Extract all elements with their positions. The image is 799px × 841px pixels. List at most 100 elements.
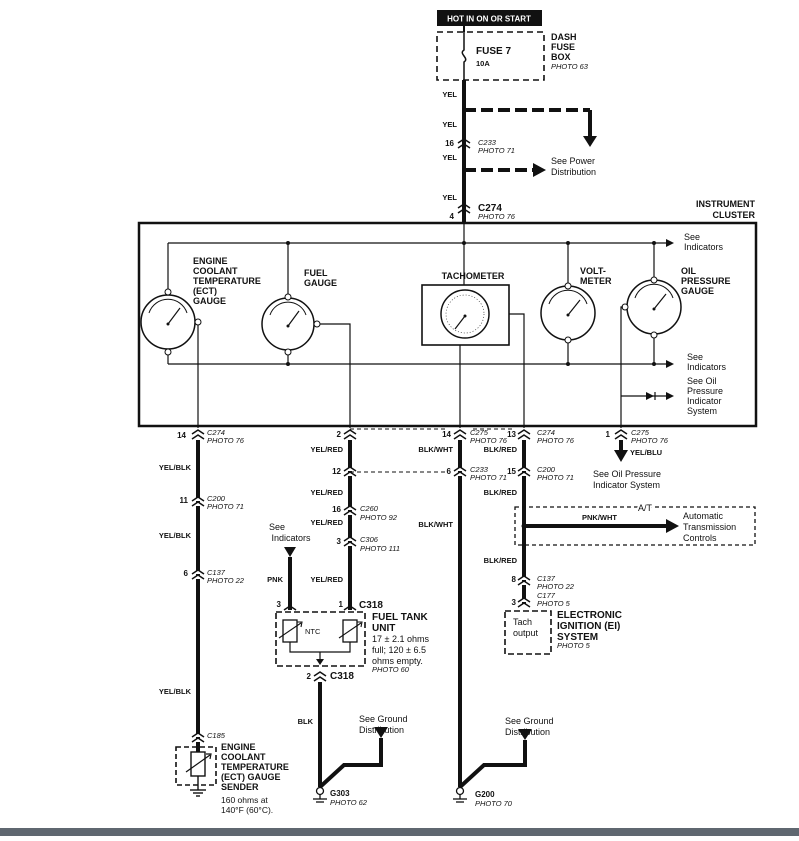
- ect-sender-label-4: (ECT) GAUGE: [221, 772, 281, 782]
- c177-pin: 3: [512, 598, 517, 607]
- c318-ground-pin: 2: [307, 672, 312, 681]
- c200-ect-photo: PHOTO 71: [207, 502, 244, 511]
- pnk-label: PNK: [267, 575, 283, 584]
- c274-left-connector: [191, 429, 205, 440]
- c318-ground-name: C318: [330, 671, 354, 682]
- g303-photo: PHOTO 62: [330, 798, 368, 807]
- c233-top-name: C233: [478, 138, 497, 147]
- c233-top-photo: PHOTO 71: [478, 146, 515, 155]
- fuel-unit-spec-3: ohms empty.: [372, 656, 423, 666]
- c137-ect-name: C137: [207, 568, 226, 577]
- c137-ign-pin: 8: [512, 575, 517, 584]
- power-label-box: [437, 10, 542, 26]
- cluster-title-1: INSTRUMENT: [696, 199, 755, 209]
- c275-name: C275: [470, 428, 489, 437]
- fuel-wire-color-3: YEL/RED: [310, 518, 343, 527]
- trans-label-1: Automatic: [683, 511, 724, 521]
- see-oil-indicator-arrow: [666, 392, 674, 400]
- c274-top-pin: 4: [450, 212, 455, 221]
- c274-top-connector: [457, 203, 471, 214]
- box-label-1: DASH: [551, 32, 577, 42]
- c177-connector: [517, 597, 531, 608]
- c318-name: C318: [359, 600, 383, 611]
- c274-left-name: C274: [207, 428, 225, 437]
- power-label: HOT IN ON OR START: [447, 15, 531, 24]
- see-oil-indicator-2: Pressure: [687, 386, 723, 396]
- fuel-gauge-label-2: GAUGE: [304, 278, 337, 288]
- box-label-3: BOX: [551, 52, 571, 62]
- fuel-see-ground-1: See Ground: [359, 714, 408, 724]
- ect-gauge-label-2: COOLANT: [193, 266, 238, 276]
- wire-color-yel-2: YEL: [442, 120, 457, 129]
- see-power-1: See Power: [551, 156, 595, 166]
- c177-name: C177: [537, 591, 556, 600]
- tach-ground-branch: [458, 740, 527, 789]
- ect-wire-color-1: YEL/BLK: [159, 463, 192, 472]
- tachometer-icon: [421, 284, 510, 346]
- c306-photo: PHOTO 111: [360, 544, 400, 553]
- instrument-cluster-box: [137, 221, 758, 428]
- wire-color-yel-1: YEL: [442, 90, 457, 99]
- ect-gauge-label-4: (ECT): [193, 286, 217, 296]
- at-option-box: [514, 506, 756, 546]
- blk-wire: [318, 682, 383, 789]
- c275-pin: 14: [442, 430, 451, 439]
- pnk-wht-label: PNK/WHT: [582, 513, 617, 522]
- c275-photo: PHOTO 76: [470, 436, 508, 445]
- oil-gauge-label-3: GAUGE: [681, 286, 714, 296]
- fuse-rating: 10A: [476, 59, 490, 68]
- c200-ign-name: C200: [537, 465, 556, 474]
- fuel-unit-title-2: UNIT: [372, 623, 395, 634]
- see-oil-indicator-1: See Oil: [687, 376, 717, 386]
- fuse-name: FUSE 7: [476, 46, 511, 57]
- fuel-unit-spec-2: full; 120 ± 6.5: [372, 645, 426, 655]
- see-oil-indicator-3: Indicator: [687, 396, 722, 406]
- fuel-wire-color-4: YEL/RED: [310, 575, 343, 584]
- see-indicators-top-1: See: [684, 232, 700, 242]
- tach-output-1: Tach: [513, 617, 532, 627]
- ect-sender-label-3: TEMPERATURE: [221, 762, 289, 772]
- ect-wire-color-2: YEL/BLK: [159, 531, 192, 540]
- ei-system-photo: PHOTO 5: [557, 641, 591, 650]
- c233-top-pin: 16: [445, 139, 454, 148]
- tach-output-2: output: [513, 628, 539, 638]
- g303-ground-icon: [313, 786, 327, 803]
- fuel-connector: [343, 429, 357, 440]
- tach-see-ground-2: Distribution: [505, 727, 550, 737]
- fuel-see-indicators-2: Indicators: [271, 533, 311, 543]
- oil-pressure-gauge-icon: [621, 276, 682, 339]
- box-label-2: FUSE: [551, 42, 575, 52]
- ect-sender-label-5: SENDER: [221, 782, 259, 792]
- see-power-arrow: [533, 163, 546, 177]
- c306-pin: 3: [337, 537, 342, 546]
- wire-color-yel-4: YEL: [442, 193, 457, 202]
- c137-ect-pin: 6: [184, 569, 189, 578]
- trans-label-2: Transmission: [683, 522, 736, 532]
- fuel-unit-spec-1: 17 ± 2.1 ohms: [372, 634, 429, 644]
- c274-right-photo: PHOTO 76: [537, 436, 575, 445]
- oil-wire-color: YEL/BLU: [630, 448, 662, 457]
- tach-wire-color-1: BLK/WHT: [418, 445, 453, 454]
- c306-name: C306: [360, 535, 379, 544]
- oil-gauge-label-2: PRESSURE: [681, 276, 731, 286]
- c318-pin-3: 3: [277, 600, 282, 609]
- fuel-see-indicators-arrow: [284, 547, 296, 557]
- ign-wire-color-2: BLK/RED: [484, 488, 518, 497]
- ei-system-3: SYSTEM: [557, 632, 598, 643]
- fuel-wire-color-1: YEL/RED: [310, 445, 343, 454]
- c318-pin-1: 1: [339, 600, 344, 609]
- c318-ground-connector: [313, 671, 327, 682]
- c306-connector: [343, 536, 357, 547]
- c260-photo: PHOTO 92: [360, 513, 398, 522]
- c233-tach-pin: 6: [447, 467, 452, 476]
- c275-connector: [453, 429, 467, 440]
- c274-left-pin: 14: [177, 431, 186, 440]
- ign-wire-color-1: BLK/RED: [484, 445, 518, 454]
- ect-sender-label-1: ENGINE: [221, 742, 256, 752]
- c274-right-connector: [517, 429, 531, 440]
- g200-ground-icon: [453, 786, 467, 803]
- c274-left-photo: PHOTO 76: [207, 436, 245, 445]
- c260-name: C260: [360, 504, 379, 513]
- tach-wire-color-2: BLK/WHT: [418, 520, 453, 529]
